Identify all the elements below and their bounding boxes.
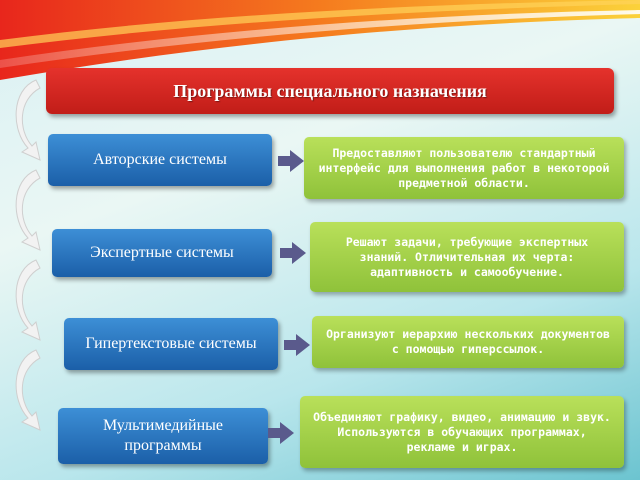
description-box: Организуют иерархию нескольких документо… [312,316,624,368]
arrow-right-icon [278,150,304,172]
description-box: Решают задачи, требующие экспертных знан… [310,222,624,292]
category-box-multimedia-programs: Мультимедийные программы [58,408,268,464]
page-title: Программы специального назначения [46,68,614,114]
category-label: Мультимедийные программы [88,416,238,456]
category-label: Экспертные системы [90,243,234,263]
description-box: Предоставляют пользователю стандартный и… [304,137,624,199]
category-box-hypertext-systems: Гипертекстовые системы [64,318,278,370]
curved-connector-icon [6,70,46,470]
description-box: Объединяют графику, видео, анимацию и зв… [300,396,624,468]
description-text: Решают задачи, требующие экспертных знан… [322,235,612,280]
description-text: Предоставляют пользователю стандартный и… [316,146,612,191]
description-text: Организуют иерархию нескольких документо… [324,327,612,357]
description-text: Объединяют графику, видео, анимацию и зв… [312,410,612,455]
category-label: Гипертекстовые системы [85,334,256,354]
category-label: Авторские системы [93,150,227,170]
category-box-author-systems: Авторские системы [48,134,272,186]
arrow-right-icon [268,422,294,444]
category-box-expert-systems: Экспертные системы [52,229,272,277]
arrow-right-icon [284,334,310,356]
arrow-right-icon [280,242,306,264]
page-title-text: Программы специального назначения [173,81,487,102]
